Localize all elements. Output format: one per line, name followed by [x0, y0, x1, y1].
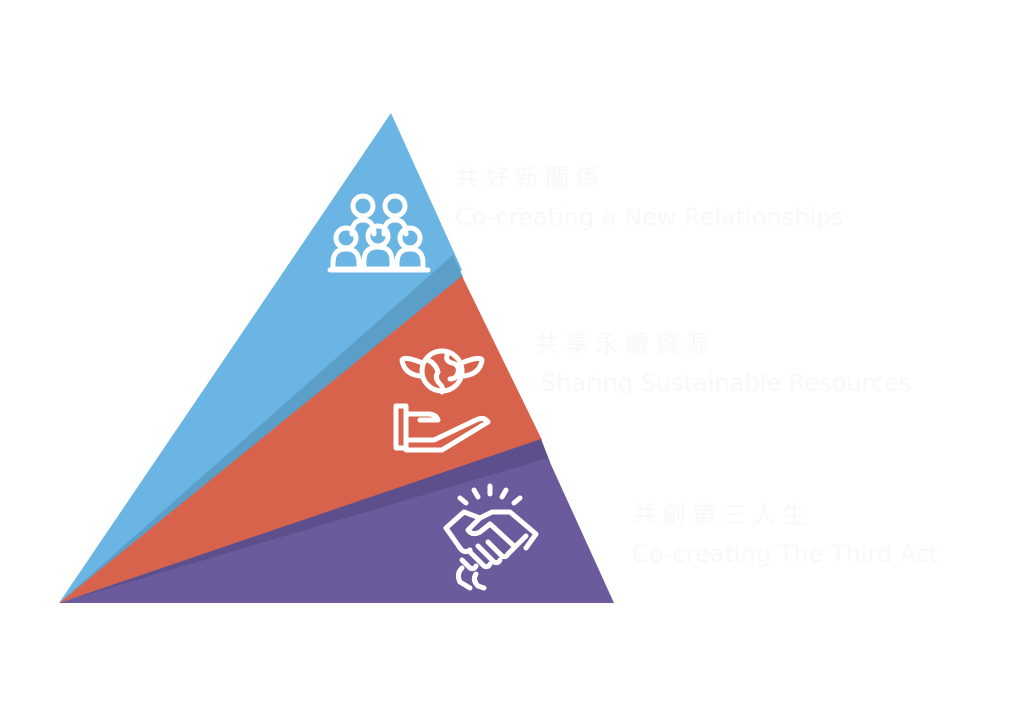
people-group-icon — [327, 193, 431, 273]
tier-label-top: 共好新關係 Co-creating a New Relationships — [455, 163, 844, 232]
tier-label-middle: 共享永續資源 Sharing Sustainable Resources — [535, 329, 911, 398]
tier-title-zh: 共好新關係 — [455, 164, 605, 192]
handshake-icon — [443, 483, 539, 591]
tier-title-zh: 共享永續資源 — [535, 330, 715, 358]
pyramid-tier-bottom-shadow — [59, 439, 550, 603]
globe-leaf-hand-icon — [393, 348, 491, 453]
pyramid-tier-top-shadow — [59, 255, 463, 603]
pyramid-tier-top — [59, 113, 462, 603]
tier-title-en: Co-creating a New Relationships — [455, 203, 844, 231]
tier-title-en: Co-creating The Third Act — [632, 540, 939, 568]
tier-label-bottom: 共創第三人生 Co-creating The Third Act — [632, 500, 938, 569]
tier-title-zh: 共創第三人生 — [632, 501, 812, 529]
tier-title-en: Sharing Sustainable Resources — [541, 369, 912, 397]
pyramid-tier-middle — [59, 276, 542, 603]
